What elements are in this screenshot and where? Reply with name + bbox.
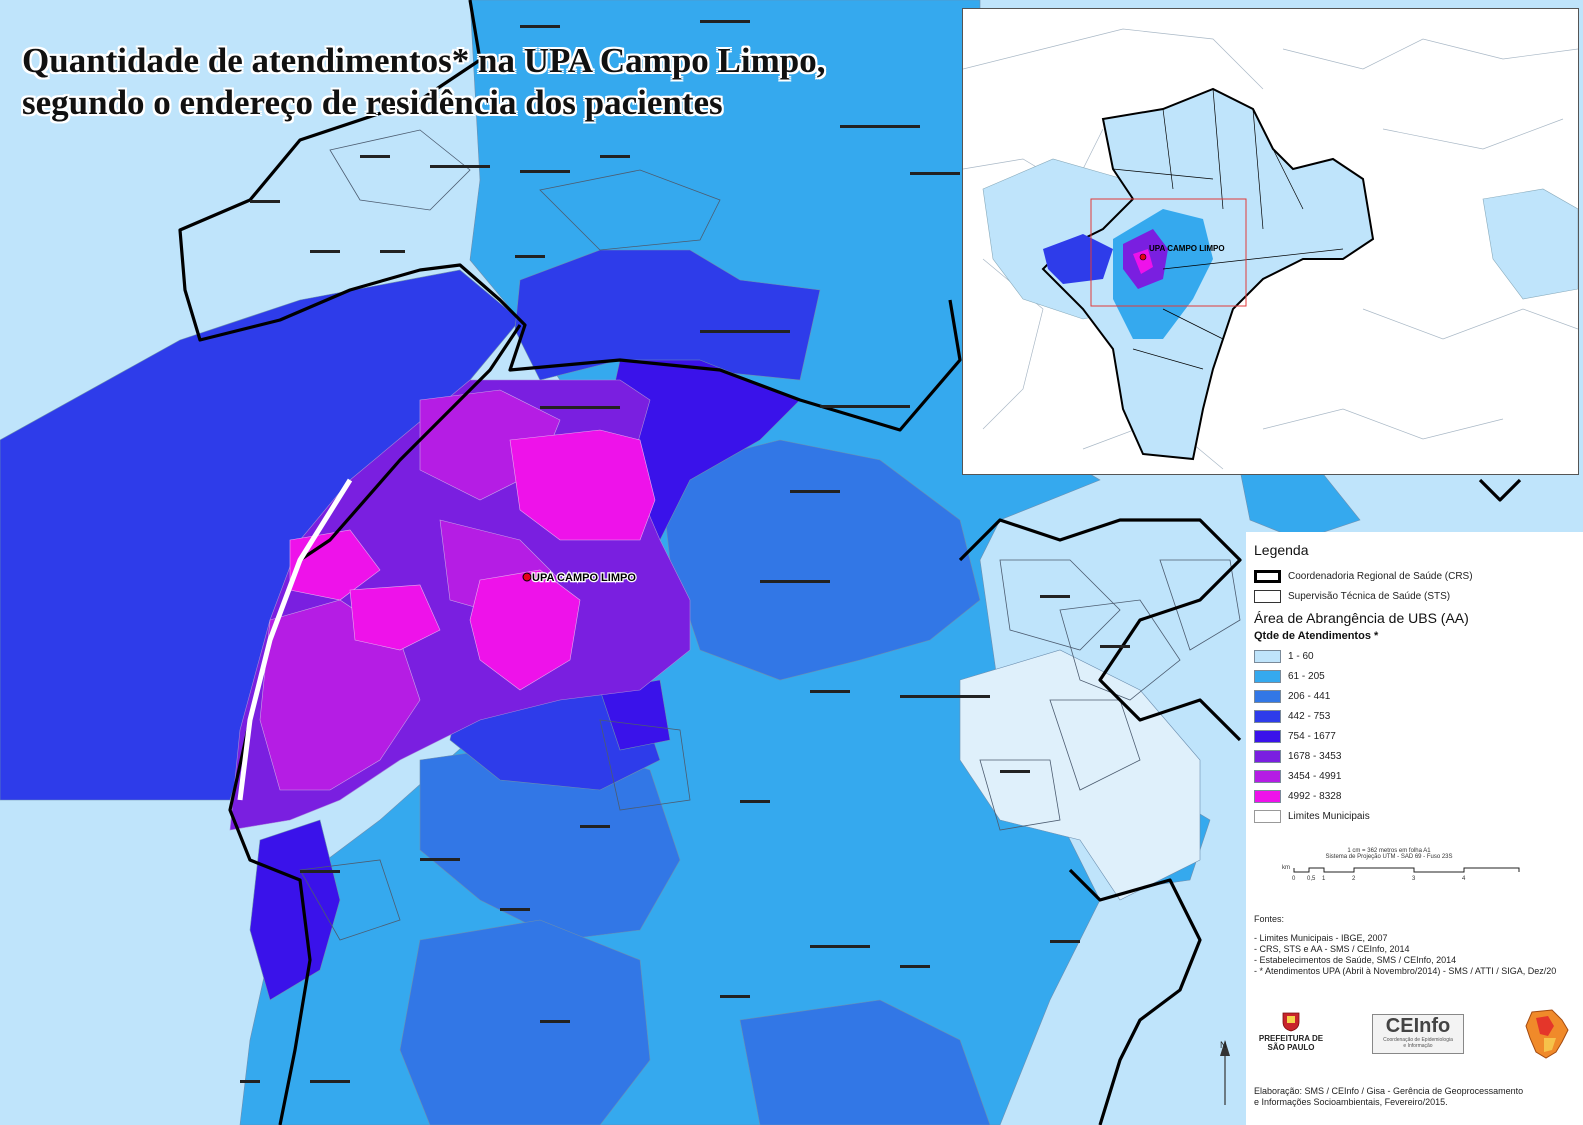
legend-class-row: 206 - 441 — [1254, 686, 1575, 706]
ceinfo-name: CEInfo — [1385, 1015, 1451, 1037]
inset-map-svg: UPA CAMPO LIMPO — [963, 9, 1578, 474]
legend-class-label: 1678 - 3453 — [1288, 750, 1342, 762]
legend-class-row: 754 - 1677 — [1254, 726, 1575, 746]
legend-class-label: 754 - 1677 — [1288, 730, 1336, 742]
ubs-labels — [240, 20, 1130, 1083]
legend-area-title: Área de Abrangência de UBS (AA) — [1254, 610, 1469, 626]
credit-line2: e Informações Socioambientais, Fevereiro… — [1254, 1097, 1448, 1107]
sources-header: Fontes: — [1254, 914, 1285, 924]
map-title-line2: segundo o endereço de residência dos pac… — [22, 83, 723, 122]
area-class-4992-8328-d — [349, 584, 441, 651]
map-title: Quantidade de atendimentos* na UPA Campo… — [22, 40, 825, 124]
ceinfo-sub1: Coordenação de Epidemiologia — [1383, 1037, 1453, 1043]
inset-upa-label: UPA CAMPO LIMPO — [1149, 244, 1225, 253]
credit-block: Elaboração: SMS / CEInfo / Gisa - Gerênc… — [1254, 1086, 1523, 1108]
north-arrow: N — [1220, 1040, 1230, 1105]
inset-blue-west — [1043, 234, 1113, 284]
area-class-4992-8328-a — [509, 429, 656, 541]
inset-upa-marker — [1139, 253, 1147, 261]
inset-magenta-core — [1133, 249, 1153, 274]
inset-neighbor-municipalities — [963, 28, 1578, 470]
source-item: - Estabelecimentos de Saúde, SMS / CEInf… — [1254, 955, 1457, 965]
area-class-206-441-sw — [399, 919, 651, 1125]
legend-class-row: 61 - 205 — [1254, 666, 1575, 686]
legend-class-label: 442 - 753 — [1288, 710, 1331, 722]
inset-sts-lines — [1112, 88, 1344, 370]
legend-title: Legenda — [1254, 542, 1309, 558]
legend-class-row: 1678 - 3453 — [1254, 746, 1575, 766]
scale-ticks: 0 0,5 1 2 3 4 — [1292, 876, 1466, 882]
legend-panel: Legenda Coordenadoria Regional de Saúde … — [1246, 532, 1583, 1125]
legend-class-row: 442 - 753 — [1254, 706, 1575, 726]
legend-class-swatch — [1254, 749, 1281, 763]
prefeitura-line1: PREFEITURA DE — [1258, 1034, 1324, 1043]
area-class-206-441-se — [739, 999, 991, 1125]
municipal-limit — [237, 478, 353, 801]
legend-row-sts: Supervisão Técnica de Saúde (STS) — [1254, 586, 1575, 606]
legend-class-row: 4992 - 8328 — [1254, 786, 1575, 806]
legend-label-municipal: Limites Municipais — [1288, 810, 1370, 822]
scale-tick-label: 4 — [1462, 876, 1466, 882]
source-item: - Limites Municipais - IBGE, 2007 — [1254, 933, 1388, 943]
scale-bar: km 0 0,5 1 2 3 4 — [1282, 865, 1520, 882]
sources-block: Fontes: - Limites Municipais - IBGE, 200… — [1254, 914, 1575, 977]
prefeitura-logo: PREFEITURA DE SÃO PAULO — [1256, 1010, 1326, 1052]
legend-class-swatch — [1254, 729, 1281, 743]
legend-class-label: 1 - 60 — [1288, 650, 1314, 662]
legend-swatch-crs — [1254, 569, 1281, 583]
area-eastern-light — [959, 649, 1201, 901]
legend-class-label: 3454 - 4991 — [1288, 770, 1342, 782]
area-class-754-1677-sw — [249, 819, 341, 1001]
scale-unit: km — [1282, 865, 1290, 871]
legend-label-crs: Coordenadoria Regional de Saúde (CRS) — [1288, 570, 1473, 582]
source-item: - CRS, STS e AA - SMS / CEInfo, 2014 — [1254, 944, 1410, 954]
legend-row-crs: Coordenadoria Regional de Saúde (CRS) — [1254, 566, 1575, 586]
legend-class-row: 1 - 60 — [1254, 646, 1575, 666]
scale-tick-label: 0,5 — [1307, 876, 1316, 882]
sts-boundaries — [299, 129, 1241, 941]
legend-label-sts: Supervisão Técnica de Saúde (STS) — [1288, 590, 1451, 602]
legend-qty-title: Qtde de Atendimentos * — [1254, 630, 1379, 642]
inset-locator-map: UPA CAMPO LIMPO — [962, 8, 1579, 475]
legend-class-swatch — [1254, 689, 1281, 703]
north-label: N — [1220, 1040, 1227, 1050]
sao-paulo-map-logo-icon — [1525, 1009, 1569, 1059]
scale-tick-label: 3 — [1412, 876, 1416, 882]
source-item: - * Atendimentos UPA (Abril à Novembro/2… — [1254, 966, 1557, 976]
legend-class-swatch — [1254, 769, 1281, 783]
upa-marker — [522, 572, 532, 582]
legend-class-swatch — [1254, 709, 1281, 723]
area-class-442-753-north — [514, 249, 821, 381]
area-class-4992-8328-b — [469, 569, 581, 691]
scale-block: 1 cm = 362 metros em folha A1 Sistema de… — [1254, 848, 1524, 884]
scale-tick-label: 1 — [1322, 876, 1326, 882]
legend-class-label: 61 - 205 — [1288, 670, 1325, 682]
scale-text2: Sistema de Projeção UTM - SAD 69 - Fuso … — [1325, 854, 1453, 860]
scale-text1: 1 cm = 362 metros em folha A1 — [1347, 848, 1431, 854]
scale-tick-label: 0 — [1292, 876, 1296, 882]
credit-line1: Elaboração: SMS / CEInfo / Gisa - Gerênc… — [1254, 1086, 1524, 1096]
ceinfo-logo: CEInfo Coordenação de Epidemiologia e In… — [1372, 1014, 1464, 1054]
legend-class-swatch — [1254, 789, 1281, 803]
inset-extent-box — [1090, 198, 1247, 307]
legend-class-swatch — [1254, 669, 1281, 683]
legend-swatch-sts — [1254, 589, 1281, 603]
map-title-line1: Quantidade de atendimentos* na UPA Campo… — [22, 41, 826, 80]
upa-label: UPA CAMPO LIMPO — [532, 572, 636, 584]
scale-tick-label: 2 — [1352, 876, 1356, 882]
prefeitura-crest-icon — [1282, 1012, 1300, 1032]
prefeitura-line2: SÃO PAULO — [1267, 1043, 1315, 1052]
ceinfo-sub2: e Informação — [1403, 1043, 1433, 1049]
legend-class-swatch — [1254, 649, 1281, 663]
inset-light-blue-east — [1482, 188, 1578, 300]
legend-row-municipal: Limites Municipais — [1254, 806, 1575, 826]
legend-swatch-municipal — [1254, 809, 1281, 823]
legend-class-label: 206 - 441 — [1288, 690, 1331, 702]
legend-class-label: 4992 - 8328 — [1288, 790, 1342, 802]
logos-row: PREFEITURA DE SÃO PAULO CEInfo Coordenaç… — [1254, 1002, 1574, 1072]
legend-classes: 1 - 60 61 - 205 206 - 441 442 - 753 754 - 16… — [1254, 646, 1575, 806]
legend-class-row: 3454 - 4991 — [1254, 766, 1575, 786]
